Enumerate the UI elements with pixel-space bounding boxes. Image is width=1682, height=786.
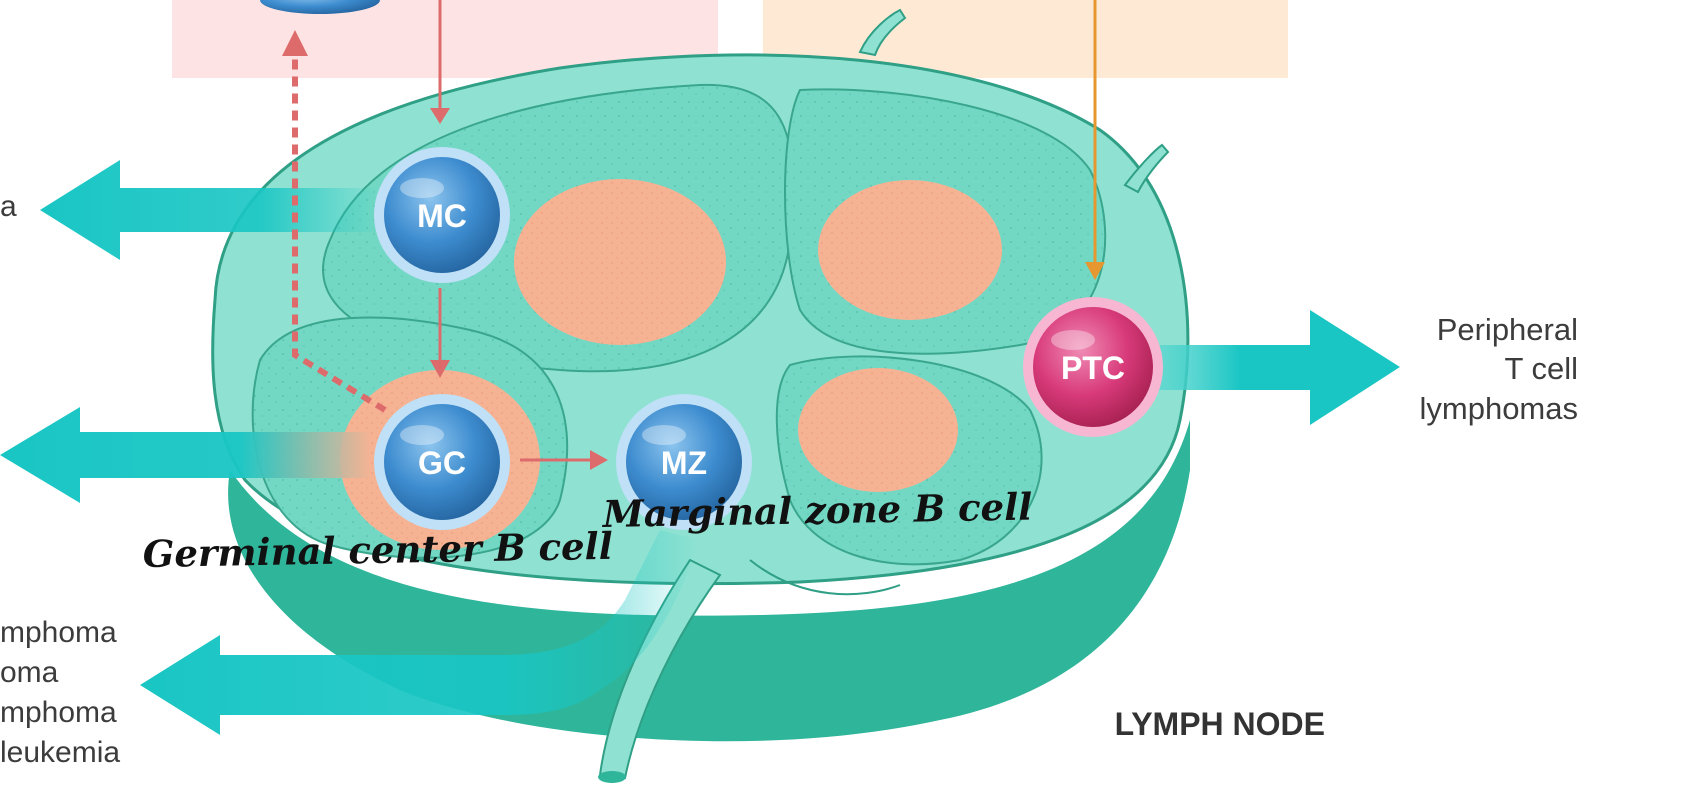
marginal-zone-annotation: Marginal zone B cell bbox=[600, 485, 1032, 537]
mz-cell: MZ bbox=[616, 394, 752, 530]
mc-cell: MC bbox=[374, 147, 510, 283]
peripheral-label-line-1: Peripheral bbox=[1437, 312, 1578, 347]
lymph-node-title: LYMPH NODE bbox=[1115, 706, 1325, 742]
partial-blue-cell-top bbox=[260, 0, 380, 14]
output-arrow-mz bbox=[140, 530, 700, 735]
output-arrow-ptc bbox=[1110, 310, 1400, 425]
bottom-left-label-line-4: leukemia bbox=[0, 736, 120, 769]
gc-cell-label: GC bbox=[418, 445, 466, 481]
bottom-left-label-line-2: oma bbox=[0, 656, 59, 689]
output-arrow-mc bbox=[40, 160, 380, 260]
peripheral-label-line-3: lymphomas bbox=[1420, 391, 1579, 426]
top-left-label-fragment: a bbox=[0, 190, 17, 223]
mc-cell-label: MC bbox=[417, 198, 467, 234]
gc-cell: GC bbox=[374, 394, 510, 530]
ptc-cell: PTC bbox=[1023, 297, 1163, 437]
ptc-cell-label: PTC bbox=[1061, 350, 1125, 386]
mz-cell-label: MZ bbox=[661, 445, 707, 481]
output-arrow-gc bbox=[0, 407, 370, 503]
bottom-left-label-line-1: mphoma bbox=[0, 616, 117, 649]
germinal-center-annotation: Germinal center B cell bbox=[142, 524, 613, 576]
peripheral-label-line-2: T cell bbox=[1504, 351, 1578, 386]
dashed-arrow-gc-to-top bbox=[292, 55, 387, 413]
bottom-left-label-line-3: mphoma bbox=[0, 696, 117, 729]
